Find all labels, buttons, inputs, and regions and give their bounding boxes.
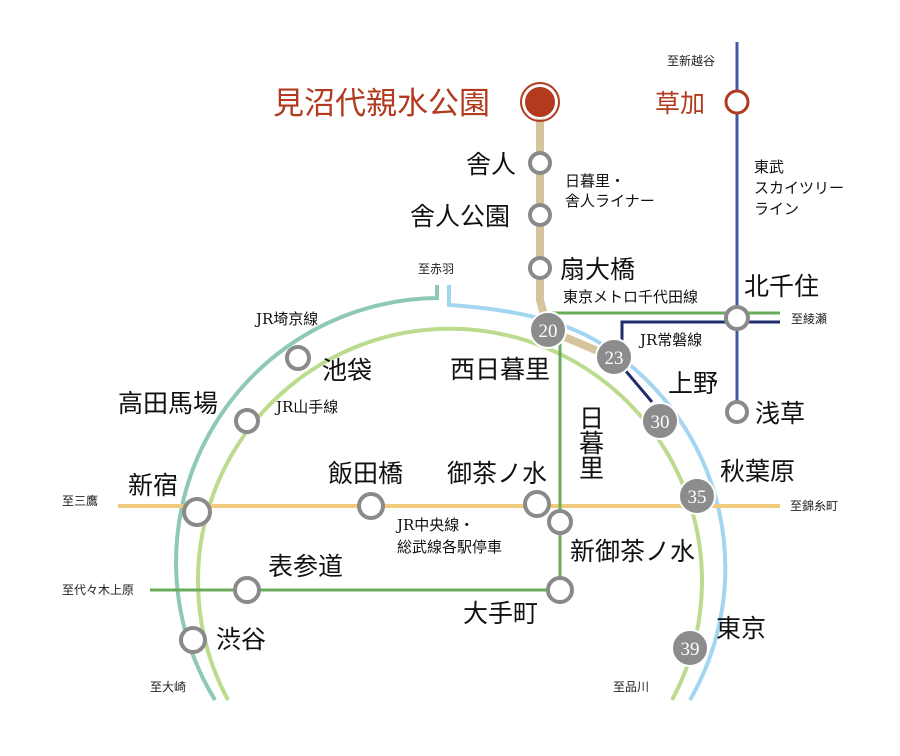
- tobu-name-3: ライン: [754, 200, 799, 218]
- tobu-name-2: スカイツリー: [754, 179, 844, 197]
- label-takadanobaba: 高田馬場: [118, 389, 218, 418]
- dir-shinagawa: 至品川: [613, 680, 649, 694]
- origin-label: 見沼代親水公園: [273, 86, 490, 122]
- station-asakusa[interactable]: [725, 400, 749, 424]
- joban-line-ueno: [623, 369, 654, 403]
- station-ueno[interactable]: [641, 402, 679, 440]
- station-nippori[interactable]: [595, 338, 633, 376]
- chuo-name-2: 総武線各駅停車: [397, 538, 502, 556]
- minutes-nishi-nippori: 20: [539, 321, 558, 342]
- station-shin-ochanomizu[interactable]: [547, 509, 573, 535]
- joban-name: JR常磐線: [638, 331, 702, 349]
- chiyoda-name: 東京メトロ千代田線: [563, 288, 698, 306]
- label-asakusa: 浅草: [755, 399, 805, 428]
- label-toneri: 舎人: [466, 150, 516, 179]
- station-shinjuku[interactable]: [182, 497, 212, 527]
- station-minumadai[interactable]: [523, 85, 557, 119]
- station-takadanobaba[interactable]: [234, 408, 260, 434]
- dir-shinkoshigaya: 至新越谷: [667, 53, 715, 68]
- label-shibuya: 渋谷: [216, 625, 266, 654]
- saikyo-line: [174, 285, 439, 702]
- label-otemachi: 大手町: [463, 599, 538, 628]
- label-kita-senju: 北千住: [744, 272, 819, 301]
- liner-name-2: 舎人ライナー: [565, 192, 655, 210]
- minutes-nippori: 23: [605, 348, 624, 369]
- station-toneri[interactable]: [528, 151, 552, 175]
- station-ikebukuro[interactable]: [285, 345, 311, 371]
- station-soka[interactable]: [724, 89, 750, 115]
- dir-ayase: 至綾瀬: [791, 311, 827, 326]
- station-ogi-ohashi[interactable]: [528, 256, 552, 280]
- label-ueno: 上野: [668, 369, 718, 398]
- label-tokyo: 東京: [716, 614, 766, 643]
- station-otemachi[interactable]: [546, 576, 574, 604]
- label-ikebukuro: 池袋: [322, 356, 372, 385]
- station-kita-senju[interactable]: [724, 305, 750, 331]
- station-omotesando[interactable]: [233, 576, 261, 604]
- label-nippori: 日暮里: [576, 405, 605, 480]
- label-nishi-nippori: 西日暮里: [450, 355, 550, 384]
- yamanote-line: [196, 326, 704, 701]
- yamanote-name: JR山手線: [274, 398, 338, 416]
- minutes-akihabara: 35: [688, 487, 707, 508]
- station-toneri-koen[interactable]: [528, 203, 552, 227]
- minutes-ueno: 30: [651, 412, 670, 433]
- label-iidabashi: 飯田橋: [328, 459, 403, 488]
- chuo-name-1: JR中央線・: [395, 516, 474, 534]
- station-shibuya[interactable]: [179, 626, 207, 654]
- label-ogi-ohashi: 扇大橋: [560, 255, 635, 284]
- saikyo-name: JR埼京線: [254, 310, 318, 328]
- label-akihabara: 秋葉原: [720, 457, 795, 486]
- label-toneri-koen: 舎人公園: [410, 202, 510, 231]
- dir-kinshicho: 至錦糸町: [790, 498, 838, 513]
- station-akihabara[interactable]: [678, 477, 716, 515]
- liner-name-1: 日暮里・: [565, 172, 625, 190]
- label-shin-ochanomizu: 新御茶ノ水: [570, 537, 695, 566]
- minutes-tokyo: 39: [681, 639, 700, 660]
- station-iidabashi[interactable]: [357, 492, 385, 520]
- tobu-name-1: 東武: [754, 158, 784, 176]
- dir-osaki: 至大崎: [150, 680, 186, 694]
- dir-akabane: 至赤羽: [418, 262, 454, 276]
- label-omotesando: 表参道: [268, 552, 343, 581]
- dir-yoyogiuehara: 至代々木上原: [62, 583, 134, 597]
- label-ochanomizu: 御茶ノ水: [447, 459, 547, 488]
- dir-mitaka: 至三鷹: [62, 493, 98, 508]
- station-nishi-nippori[interactable]: [529, 311, 567, 349]
- station-tokyo[interactable]: [671, 629, 709, 667]
- label-soka: 草加: [655, 89, 705, 118]
- station-ochanomizu[interactable]: [523, 490, 551, 518]
- label-shinjuku: 新宿: [128, 471, 178, 500]
